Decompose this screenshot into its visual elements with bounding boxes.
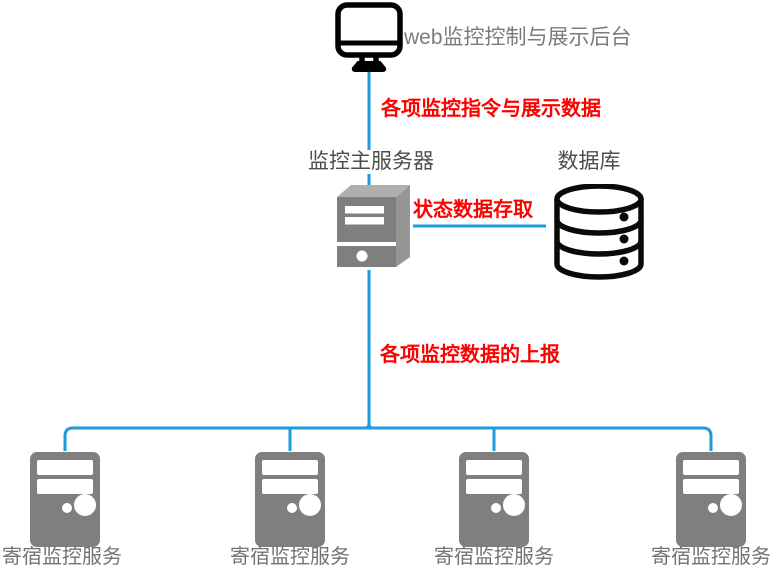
server-tower-3d-icon [337, 185, 413, 278]
edge-report-label: 各项监控数据的上报 [378, 344, 562, 367]
edge-commands-label: 各项监控指令与展示数据 [379, 98, 603, 121]
host-service-label: 寄宿监控服务 [2, 546, 122, 568]
edge-status-label: 状态数据存取 [411, 199, 535, 222]
database-label: 数据库 [555, 150, 623, 175]
host-service-label: 寄宿监控服务 [434, 546, 554, 568]
server-tower-icon [676, 452, 746, 552]
server-tower-icon [459, 452, 529, 552]
host-service-label: 寄宿监控服务 [651, 546, 771, 568]
database-cylinder-icon [551, 183, 647, 285]
host-service-label: 寄宿监控服务 [230, 546, 350, 568]
server-tower-icon [30, 452, 100, 552]
server-tower-icon [255, 452, 325, 552]
web-backend-label: web监控控制与展示后台 [404, 26, 632, 49]
monitor-icon [334, 2, 404, 77]
main-server-label: 监控主服务器 [306, 150, 436, 175]
edge-report-bus-line [63, 426, 713, 451]
edge-report-trunk-line [364, 270, 374, 430]
